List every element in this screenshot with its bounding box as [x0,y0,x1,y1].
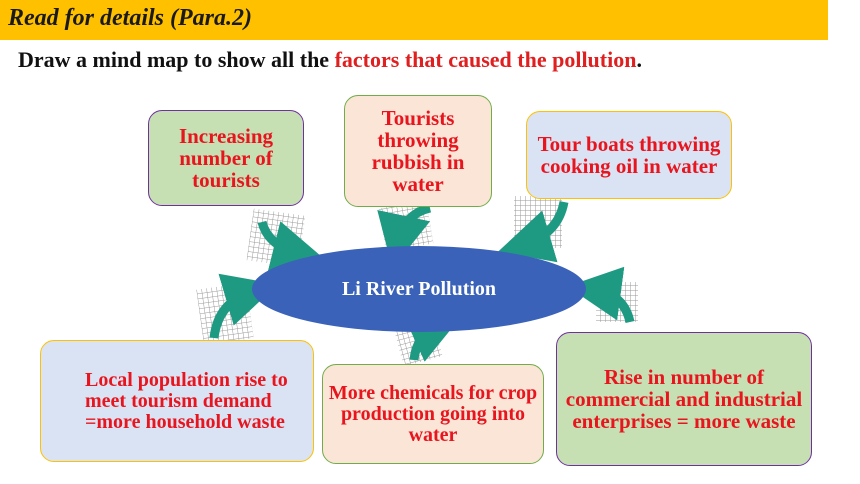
arrow-local-population [196,273,278,346]
factor-commercial-enterprises: Rise in number of commercial and industr… [556,332,812,466]
factor-local-population: Local population rise to meet tourism de… [40,340,314,462]
instruction-prefix: Draw a mind map to show all the [18,47,335,72]
title-banner: Read for details (Para.2) [0,0,828,40]
factor-increasing-tourists: Increasing number of tourists [148,110,304,206]
factor-more-chemicals: More chemicals for crop production going… [322,364,544,464]
arrow-tour-boats-oil [498,196,569,263]
instruction-text: Draw a mind map to show all the factors … [18,47,642,73]
arrow-commercial-enterprises [567,266,638,324]
factor-tour-boats-oil: Tour boats throwing cooking oil in water [526,111,732,199]
instruction-suffix: . [636,47,642,72]
center-node: Li River Pollution [252,246,586,332]
page-title: Read for details (Para.2) [8,5,252,31]
arrow-increasing-tourists [246,208,327,274]
instruction-highlight: factors that caused the pollution [334,47,637,72]
factor-tourists-rubbish: Tourists throwing rubbish in water [344,95,492,207]
arrow-tourists-rubbish [377,200,434,269]
